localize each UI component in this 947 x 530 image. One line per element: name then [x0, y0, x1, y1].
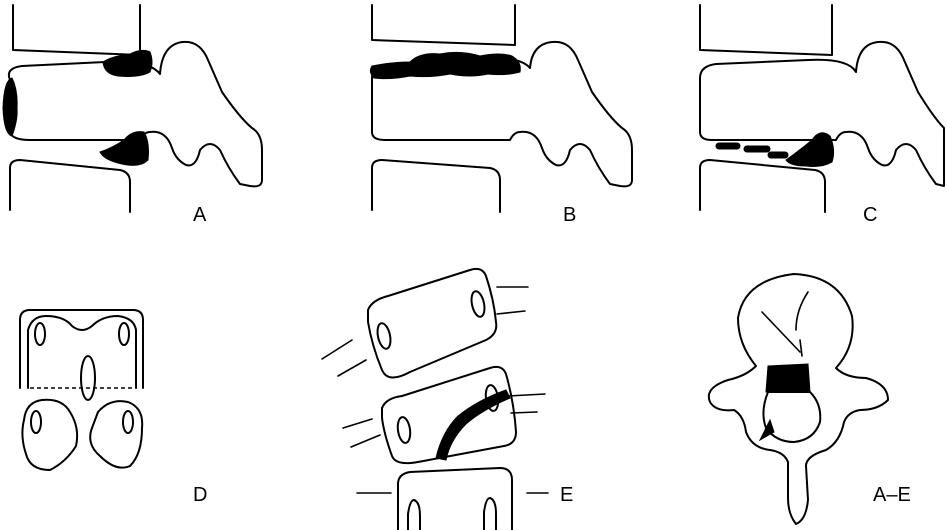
- panel-e-upper-pedicle-right: [469, 290, 486, 318]
- panel-e: E: [322, 269, 573, 530]
- panel-e-line-2: [497, 311, 525, 314]
- panel-ae: A–E: [709, 274, 911, 524]
- panel-c-upper-vertebra: [700, 5, 832, 55]
- panel-e-lower-pedicle-left: [408, 500, 420, 530]
- panel-d-pedicle-left: [35, 323, 45, 345]
- panel-d-lower-pedicle-right: [123, 411, 133, 433]
- panel-a-upper-vertebra: [13, 5, 140, 55]
- panel-d-lower-left-lamina: [22, 400, 77, 470]
- panel-b: B: [370, 5, 632, 226]
- panel-e-upper-pedicle-left: [375, 322, 392, 350]
- panel-a-lower-vertebra: [10, 160, 130, 212]
- panel-c: C: [700, 5, 944, 226]
- panel-e-lower-vertebra: [398, 468, 512, 530]
- panel-ae-spinal-canal: [763, 392, 820, 442]
- panel-d: D: [20, 310, 207, 506]
- panel-e-line-7: [343, 419, 372, 428]
- panel-c-label: C: [863, 204, 877, 226]
- panel-a-label: A: [193, 204, 207, 226]
- panel-b-upper-vertebra: [372, 5, 515, 45]
- panel-e-line-3: [322, 340, 352, 359]
- panel-c-fragment-1: [716, 143, 740, 149]
- panel-c-osteophyte: [786, 133, 834, 167]
- panel-e-label: E: [560, 484, 573, 506]
- panel-b-lower-vertebra: [372, 160, 500, 212]
- panel-d-spinous-process: [81, 356, 95, 400]
- panel-e-lower-pedicle-right: [484, 498, 496, 530]
- panel-a-anterior-lesion: [3, 78, 17, 136]
- panel-d-label: D: [193, 484, 207, 506]
- panel-c-lower-vertebra: [700, 160, 825, 212]
- panel-b-bridging-ossification: [370, 52, 520, 78]
- panel-e-line-4: [338, 360, 366, 376]
- panel-d-lower-pedicle-left: [31, 411, 41, 433]
- panel-d-pedicle-right: [119, 323, 129, 345]
- panel-a-inferior-osteophyte: [100, 132, 149, 166]
- panel-e-fracture-line: [436, 390, 510, 460]
- panel-e-line-5: [508, 394, 545, 396]
- panel-b-label: B: [563, 204, 576, 226]
- panel-ae-label: A–E: [873, 484, 911, 506]
- panel-e-upper-vertebra: [368, 269, 496, 378]
- panel-ae-retropulsed-fragment: [766, 364, 810, 392]
- panel-e-middle-pedicle-left: [396, 416, 412, 443]
- panel-c-fragment-2: [744, 146, 770, 152]
- panel-d-lower-right-lamina: [90, 401, 142, 468]
- panel-a: A: [3, 5, 262, 226]
- panel-c-fragment-3: [768, 152, 788, 158]
- panel-e-line-8: [351, 435, 380, 447]
